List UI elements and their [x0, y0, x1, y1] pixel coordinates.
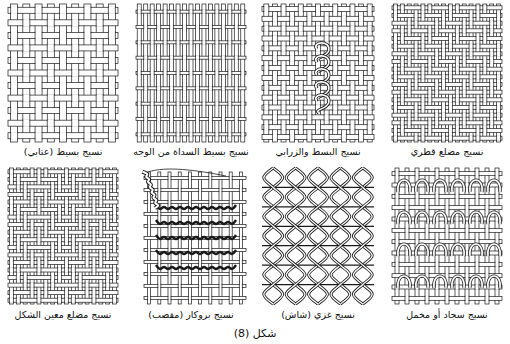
weave-label: نسيج البسط والزرابي — [273, 146, 362, 157]
figure-caption: شكل (8) — [232, 327, 279, 340]
weave-label: نسيج مضلع معين الشكل — [13, 309, 114, 320]
weave-figure — [262, 168, 374, 304]
weave-figure — [136, 4, 246, 142]
weave-label: نسيج بروكار (مقصب) — [146, 309, 236, 320]
weave-label: نسيج غزي (شاش) — [279, 309, 357, 320]
weave-label: نسيج بسيط السداة من الوجه — [131, 146, 251, 157]
weave-figure — [392, 4, 502, 142]
weave-label: نسيج سجاد أو مخمل — [404, 309, 490, 320]
weave-label: نسيج بسيط (عتابي) — [22, 146, 105, 157]
weave-figure — [262, 4, 374, 142]
weave-figure — [8, 4, 118, 142]
weave-label: نسيج مضلع قطري — [409, 146, 486, 157]
weave-figure — [8, 168, 118, 304]
weave-figure — [392, 168, 502, 304]
weave-figure — [142, 169, 246, 304]
